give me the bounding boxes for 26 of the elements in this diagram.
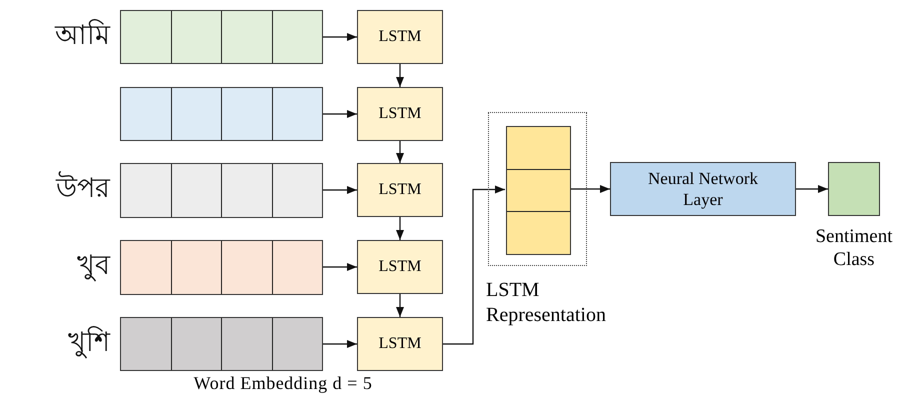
class-label: Sentiment Class [814, 225, 894, 271]
arrow [396, 294, 404, 317]
caption-text: Word Embedding d = 5 [192, 373, 374, 394]
arrow [443, 186, 505, 345]
arrow [323, 340, 357, 348]
word-label: আমি [55, 18, 110, 52]
layer-box: Neural Network Layer [610, 162, 796, 216]
arrow [323, 33, 357, 41]
lstm-box: LSTM [357, 317, 443, 371]
lstm-box: LSTM [357, 240, 443, 294]
word-label: উপর [56, 170, 110, 205]
arrow [796, 185, 828, 193]
lstm-box: LSTM [357, 10, 443, 64]
arrow [396, 217, 404, 240]
stack-bar [506, 126, 571, 255]
word-label: খুব [77, 249, 110, 284]
lstm-box: LSTM [357, 163, 443, 217]
arrow [570, 185, 610, 193]
arrow [323, 186, 357, 194]
arrow [396, 64, 404, 87]
arrow [396, 141, 404, 163]
arrow [323, 263, 357, 271]
arrow [323, 110, 357, 118]
word-label: খুশি [68, 325, 110, 360]
lstm-box: LSTM [357, 87, 443, 141]
representation-label: LSTM Representation [486, 278, 607, 328]
